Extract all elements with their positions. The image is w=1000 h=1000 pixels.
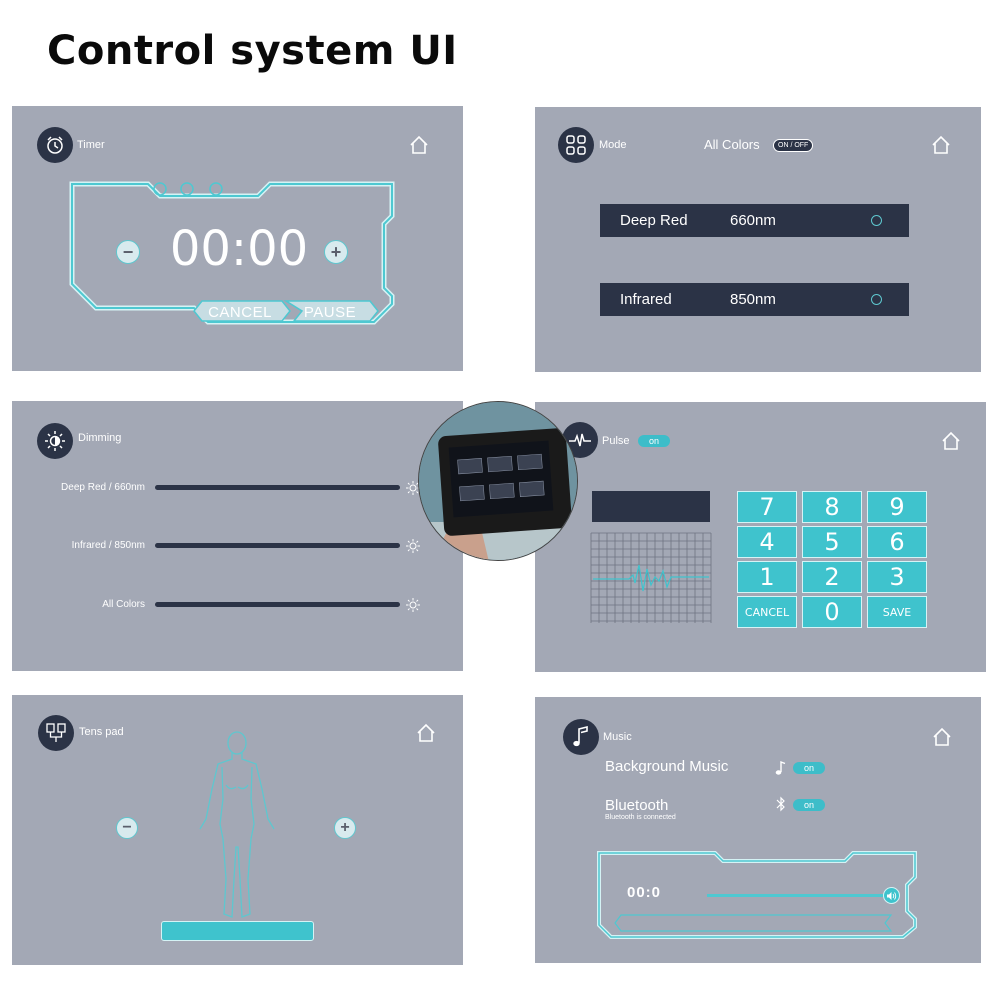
mode-panel: Mode All Colors ON / OFF Deep Red 660nm … [535, 107, 981, 372]
keypad-key-9[interactable]: 9 [867, 491, 927, 523]
pulse-toggle[interactable]: on [638, 435, 670, 447]
tens-intensity-bar[interactable] [161, 921, 314, 941]
keypad-key-save[interactable]: SAVE [867, 596, 927, 628]
dimming-slider-all-colors[interactable] [155, 602, 400, 607]
bluetooth-status: Bluetooth is connected [605, 814, 676, 821]
device-photo [418, 401, 578, 561]
mode-row-deep-red[interactable]: Deep Red 660nm [600, 204, 909, 237]
keypad-key-2[interactable]: 2 [802, 561, 862, 593]
bluetooth-icon [776, 796, 785, 812]
dimming-row-label: Deep Red / 660nm [61, 482, 145, 493]
tens-label: Tens pad [79, 726, 124, 738]
keypad-key-6[interactable]: 6 [867, 526, 927, 558]
bluetooth-label: Bluetooth [605, 797, 669, 814]
dimming-panel: Dimming Deep Red / 660nm Infrared / 850n… [12, 401, 463, 671]
timer-minus-button[interactable]: − [116, 240, 140, 264]
timer-frame [69, 181, 395, 325]
all-colors-label: All Colors [704, 137, 760, 152]
keypad-key-7[interactable]: 7 [737, 491, 797, 523]
tens-pad-icon [38, 715, 74, 751]
mode-label: Mode [599, 139, 627, 151]
music-panel: Music Background Music on Bluetooth Blue… [535, 697, 981, 963]
tens-minus-button[interactable]: − [116, 817, 138, 839]
timer-panel: Timer − 00:00 + CANCEL PAUSE [12, 106, 463, 371]
timer-label: Timer [77, 139, 105, 151]
keypad-key-8[interactable]: 8 [802, 491, 862, 523]
music-label: Music [603, 731, 632, 743]
keypad-key-1[interactable]: 1 [737, 561, 797, 593]
sun-icon [406, 539, 420, 553]
keypad-key-4[interactable]: 4 [737, 526, 797, 558]
mode-row-infrared[interactable]: Infrared 850nm [600, 283, 909, 316]
timer-plus-button[interactable]: + [324, 240, 348, 264]
all-colors-toggle[interactable]: ON / OFF [773, 139, 814, 152]
grid-icon [558, 127, 594, 163]
mode-row-wavelength: 850nm [730, 291, 776, 308]
body-figure [199, 731, 275, 918]
music-player-frame [597, 851, 917, 939]
music-time-display: 00:0 [627, 884, 662, 901]
pulse-waveform-grid [590, 532, 712, 623]
bluetooth-toggle[interactable]: on [793, 799, 825, 811]
pulse-value-display [592, 491, 710, 522]
background-music-toggle[interactable]: on [793, 762, 825, 774]
pulse-label: Pulse [602, 435, 630, 447]
timer-buttons-frame [193, 300, 379, 322]
mode-row-name: Deep Red [620, 212, 688, 229]
sun-icon [406, 598, 420, 612]
keypad-key-5[interactable]: 5 [802, 526, 862, 558]
keypad-key-0[interactable]: 0 [802, 596, 862, 628]
mode-row-wavelength: 660nm [730, 212, 776, 229]
timer-pause-button[interactable]: PAUSE [303, 304, 357, 321]
volume-icon[interactable] [883, 887, 900, 904]
home-icon[interactable] [940, 430, 962, 452]
background-music-label: Background Music [605, 758, 729, 775]
mode-row-name: Infrared [620, 291, 672, 308]
timer-cancel-button[interactable]: CANCEL [208, 304, 272, 321]
home-icon[interactable] [931, 726, 953, 748]
sun-icon [406, 481, 420, 495]
radio-button[interactable] [871, 294, 882, 305]
dimming-label: Dimming [78, 432, 122, 444]
keypad-key-cancel[interactable]: CANCEL [737, 596, 797, 628]
alarm-clock-icon [37, 127, 73, 163]
dimming-row-label: All Colors [102, 599, 145, 610]
music-note-icon [563, 719, 599, 755]
home-icon[interactable] [930, 134, 952, 156]
music-small-icon [775, 760, 786, 775]
tens-plus-button[interactable]: + [334, 817, 356, 839]
timer-display: 00:00 [169, 221, 309, 277]
keypad-key-3[interactable]: 3 [867, 561, 927, 593]
music-progress-bar[interactable] [707, 894, 885, 897]
page-title: Control system UI [47, 28, 458, 74]
dimming-slider-infrared[interactable] [155, 543, 400, 548]
home-icon[interactable] [408, 134, 430, 156]
brightness-icon [37, 423, 73, 459]
dimming-slider-deep-red[interactable] [155, 485, 400, 490]
dimming-row-label: Infrared / 850nm [71, 540, 145, 551]
radio-button[interactable] [871, 215, 882, 226]
home-icon[interactable] [415, 722, 437, 744]
timer-dots [153, 182, 223, 196]
tens-panel: Tens pad − + [12, 695, 463, 965]
